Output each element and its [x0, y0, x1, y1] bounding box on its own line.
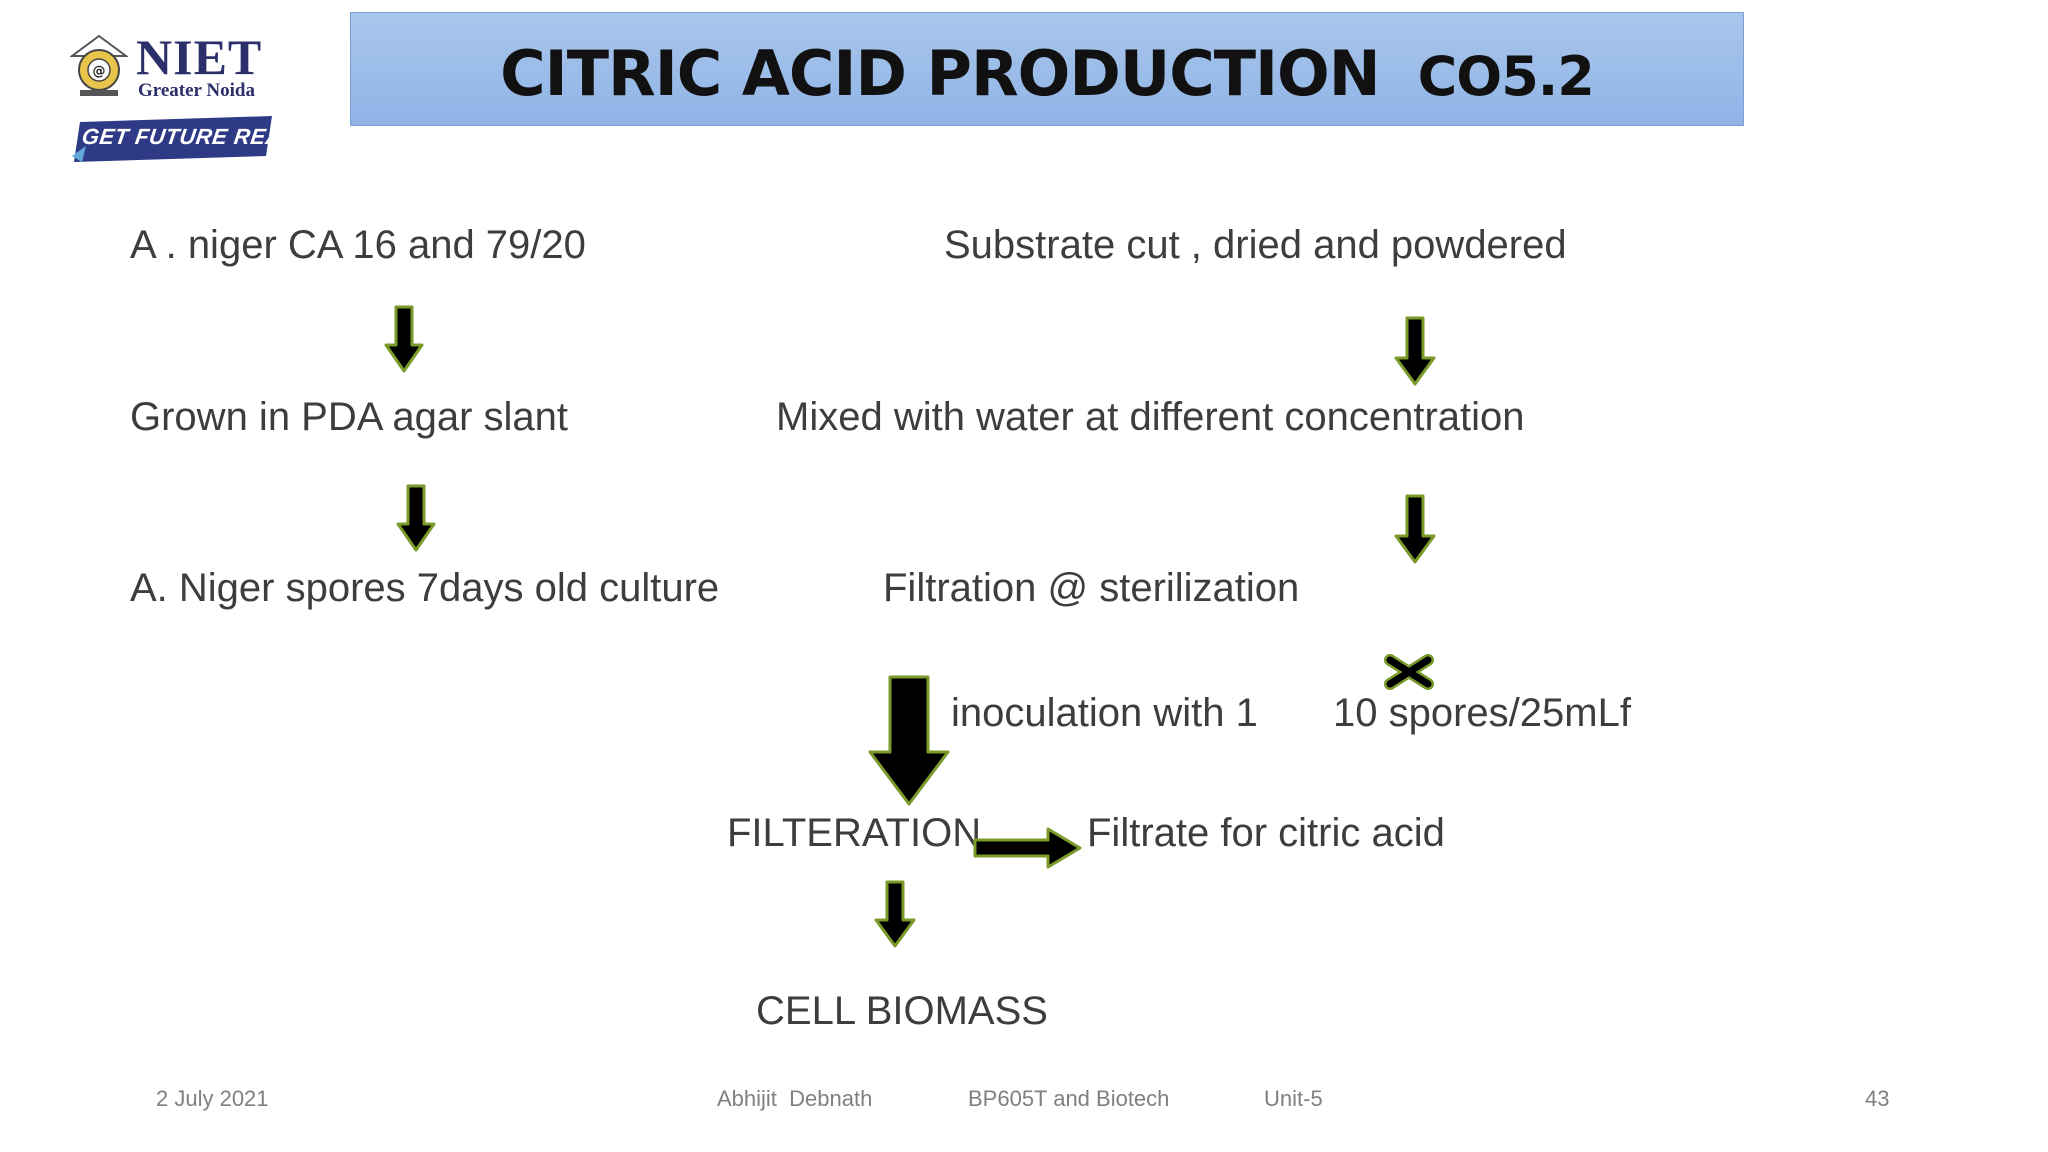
title-banner: CITRIC ACID PRODUCTION CO5.2: [350, 12, 1744, 126]
multiply-icon: [1384, 654, 1434, 690]
down-arrow-icon: [1394, 494, 1436, 564]
title-code: CO5.2: [1417, 45, 1595, 108]
filteration-label: FILTERATION: [727, 811, 982, 855]
footer-unit: Unit-5: [1264, 1086, 1323, 1111]
inoculation-label: inoculation with 1: [951, 691, 1258, 735]
right-step-2: Mixed with water at different concentrat…: [776, 395, 1525, 439]
niet-logo: @ NIET Greater Noida GET FUTURE READY: [66, 29, 316, 170]
tagline-banner: [72, 116, 272, 162]
emblem-icon: @: [70, 34, 128, 96]
biomass-label: CELL BIOMASS: [756, 989, 1048, 1033]
left-step-3: A. Niger spores 7days old culture: [130, 566, 720, 610]
down-arrow-large-icon: [868, 675, 950, 806]
down-arrow-icon: [874, 880, 916, 948]
title-main: CITRIC ACID PRODUCTION: [500, 37, 1381, 110]
page-title: CITRIC ACID PRODUCTION CO5.2: [351, 37, 1743, 110]
down-arrow-icon: [384, 305, 424, 373]
right-arrow-icon: [973, 827, 1082, 869]
footer-course: BP605T and Biotech: [968, 1086, 1170, 1111]
down-arrow-icon: [1394, 316, 1436, 386]
logo-name: NIET: [136, 29, 263, 85]
down-arrow-icon: [396, 484, 436, 552]
spore-count-label: 10 spores/25mLf: [1333, 691, 1631, 735]
right-step-3: Filtration @ sterilization: [883, 566, 1300, 610]
left-step-1: A . niger CA 16 and 79/20: [130, 223, 586, 267]
footer-page-number: 43: [1865, 1086, 1890, 1111]
footer-date: 2 July 2021: [156, 1086, 269, 1111]
footer-author: Abhijit Debnath: [717, 1086, 873, 1111]
filtrate-label: Filtrate for citric acid: [1087, 811, 1445, 855]
logo-city: Greater Noida: [138, 80, 255, 101]
logo-tagline: GET FUTURE READY: [80, 124, 316, 149]
right-step-1: Substrate cut , dried and powdered: [944, 223, 1567, 267]
svg-text:@: @: [93, 64, 106, 79]
left-step-2: Grown in PDA agar slant: [130, 395, 568, 439]
